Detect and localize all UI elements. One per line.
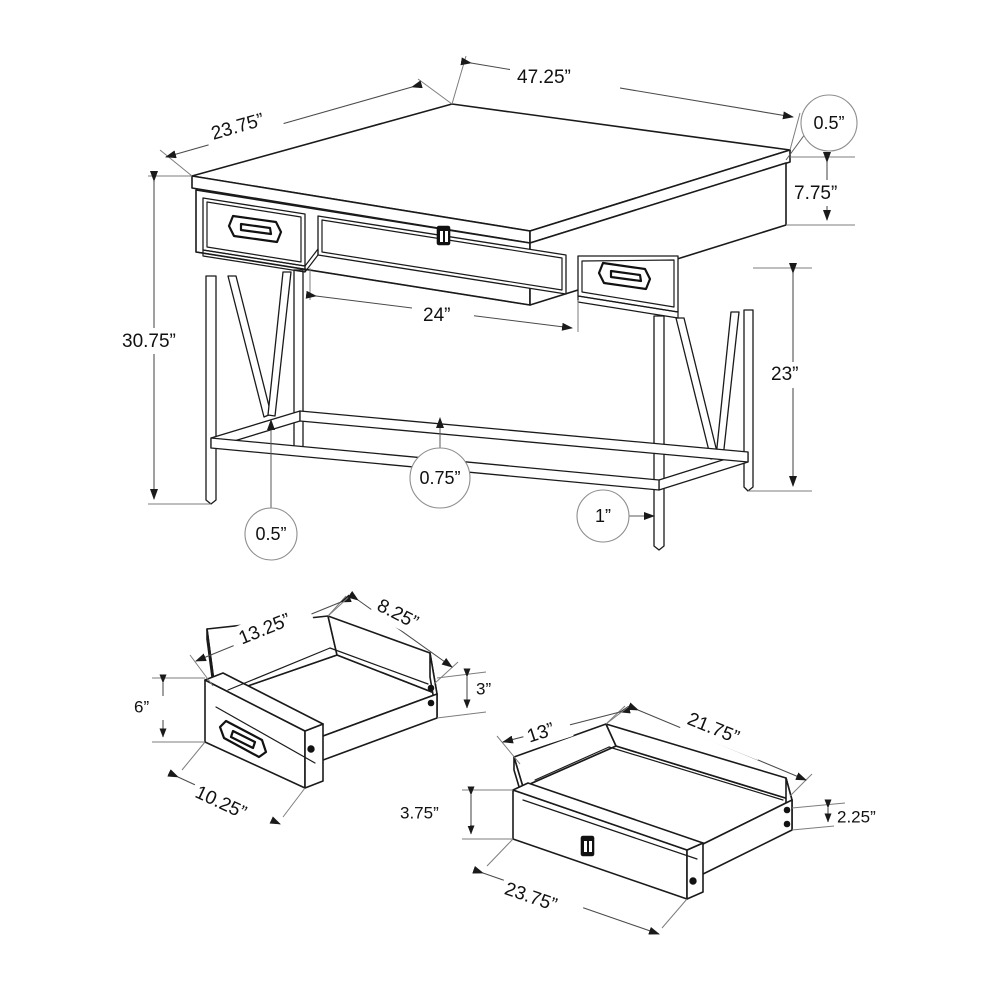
callout-brace: 0.5” <box>244 419 298 561</box>
handle-cup <box>239 222 273 236</box>
small-drawer-detail-view: 13.25” 8.25” 3” 6” <box>130 590 504 837</box>
lock-body <box>436 225 451 246</box>
sd-inner-line-a <box>215 706 316 764</box>
callout-label-top-thickness: 0.5” <box>813 113 844 133</box>
dim-desk-width: 47.25” <box>451 55 801 151</box>
callout-bubble <box>800 94 858 152</box>
dim-ld-side-depth: 13” <box>496 705 631 765</box>
dim-label-width: 47.25” <box>517 67 571 88</box>
left-drawer-front-inset <box>206 201 302 263</box>
lock-slot-right <box>445 231 448 242</box>
desk-left-drawer <box>202 197 306 273</box>
lock-body <box>580 835 595 857</box>
ld-front-panel-top <box>512 782 704 851</box>
large-drawer-detail-view: 13” 21.75” 3.75” 2.25” <box>396 702 910 935</box>
desk-assembly-view: 47.25” 23.75” 30.75” 0.5” <box>118 55 862 561</box>
callout-top-thickness: 0.5” <box>785 94 858 161</box>
dim-apron-height: 7.75” <box>786 152 862 226</box>
callout-bubble <box>409 447 471 509</box>
center-drawer-front-inset <box>321 219 563 291</box>
right-leg-assembly <box>653 309 754 551</box>
handle-bezel <box>597 261 652 291</box>
ld-inner-line-b <box>534 746 610 781</box>
back-long-stretcher <box>299 410 749 463</box>
sd-front-panel-edge <box>304 723 324 789</box>
leg-frame <box>205 269 754 551</box>
ld-inner-line-a <box>522 799 698 860</box>
right-v-strut-a <box>675 317 719 460</box>
ld-front-panel-edge <box>686 842 704 900</box>
ld-screw-2 <box>783 820 791 828</box>
callout-post: 1” <box>576 489 655 543</box>
dim-label-ld-front-height: 3.75” <box>400 803 439 822</box>
lock-slot-left <box>440 231 443 242</box>
dim-label-knee: 24” <box>423 305 450 326</box>
lock-icon[interactable] <box>436 225 451 246</box>
dim-label-height: 30.75” <box>122 331 176 352</box>
sd-drawer-handle[interactable] <box>218 719 268 759</box>
dim-label-leg-height: 23” <box>771 364 798 385</box>
right-back-post <box>743 309 754 492</box>
handle-cup <box>609 269 643 283</box>
dim-desk-height: 30.75” <box>118 171 211 505</box>
dim-label-apron: 7.75” <box>794 183 837 204</box>
callout-label-post: 1” <box>595 506 611 526</box>
callout-label-stretcher: 0.75” <box>419 468 460 488</box>
right-drawer-handle[interactable] <box>597 261 652 291</box>
lock-slot-right <box>589 841 592 852</box>
right-drawer-front-inset <box>581 259 675 308</box>
left-v-strut-a <box>227 275 272 418</box>
dim-ld-side-height: 2.25” <box>791 799 910 831</box>
right-v-strut-b <box>715 311 740 459</box>
left-drawer-handle[interactable] <box>227 214 283 244</box>
left-knee-gusset <box>304 248 319 273</box>
dim-sd-front-height: 6” <box>130 674 205 743</box>
ld-screw-1 <box>783 806 791 814</box>
lock-slot-left <box>584 841 587 852</box>
left-front-post <box>205 275 217 505</box>
desk-top-right-edge <box>529 149 791 244</box>
left-leg-assembly <box>205 269 304 505</box>
desk-right-drawer <box>577 255 679 319</box>
dim-label-ld-side-height: 2.25” <box>837 807 876 826</box>
sd-screw-2 <box>427 699 435 707</box>
dim-knee-width: 24” <box>305 268 579 332</box>
dim-leg-height: 23” <box>748 263 812 492</box>
dim-sd-side-height: 3” <box>436 668 504 719</box>
ld-lock-icon[interactable] <box>580 835 595 857</box>
sd-screw-3 <box>307 745 315 753</box>
right-front-post <box>653 315 665 551</box>
callout-stretcher: 0.75” <box>409 417 471 509</box>
dim-label-sd-side-height: 3” <box>476 679 491 698</box>
handle-bezel <box>227 214 283 244</box>
callout-bubble <box>576 489 630 543</box>
handle-cup <box>229 729 257 750</box>
callout-label-brace: 0.5” <box>255 524 286 544</box>
sd-screw-1 <box>427 684 435 692</box>
callout-bubble <box>244 507 298 561</box>
ld-screw-3 <box>689 877 697 885</box>
dim-ld-front-height: 3.75” <box>396 786 513 840</box>
dim-label-sd-front-height: 6” <box>134 697 149 716</box>
handle-bezel <box>218 719 268 759</box>
left-v-strut-b <box>267 271 292 417</box>
